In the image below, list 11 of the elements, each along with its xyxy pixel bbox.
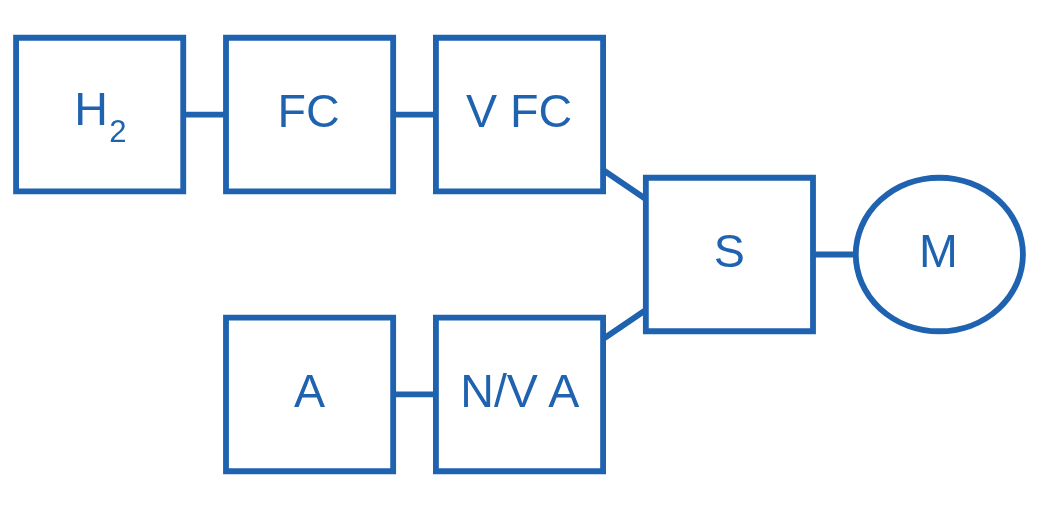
node-box: V FC xyxy=(433,34,606,194)
node-box: N/V A xyxy=(433,314,606,474)
connector xyxy=(393,391,436,397)
node-box: S xyxy=(642,174,816,334)
connector xyxy=(393,111,436,117)
node-box: A xyxy=(223,314,397,474)
node-circle: M xyxy=(852,174,1026,334)
connector xyxy=(813,251,856,257)
node-box: FC xyxy=(223,34,397,194)
node-box: H$_{2}$ xyxy=(13,34,187,194)
connector xyxy=(183,111,226,117)
